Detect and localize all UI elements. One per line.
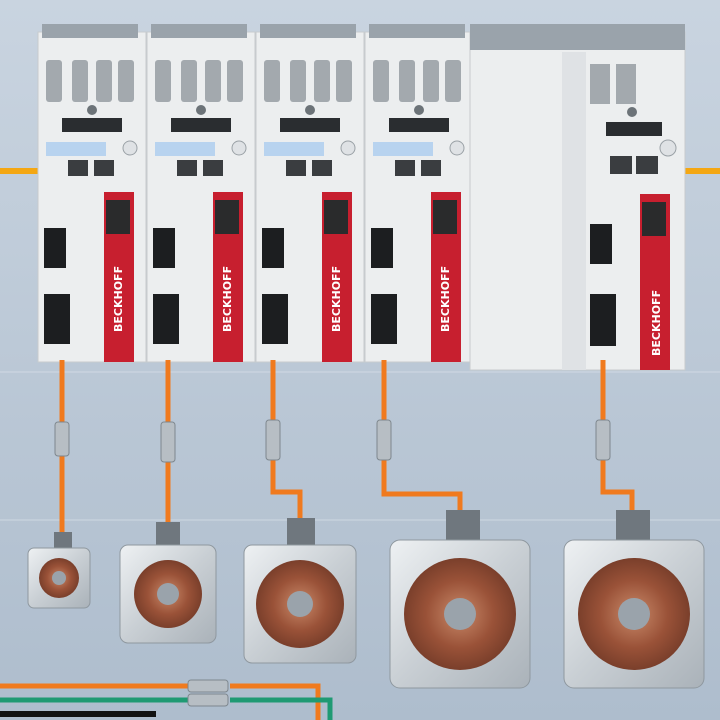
drive-module-1: BECKHOFF xyxy=(37,24,147,363)
drive-module-3: BECKHOFF xyxy=(255,24,365,363)
brand-label: BECKHOFF xyxy=(330,266,343,332)
motor-large-2 xyxy=(563,510,705,689)
brand-label: BECKHOFF xyxy=(112,266,125,332)
motor-medium-2 xyxy=(243,518,357,664)
bottom-cables xyxy=(0,683,333,720)
brand-label: BECKHOFF xyxy=(650,290,663,356)
drive-module-4: BECKHOFF xyxy=(364,24,474,363)
brand-label: BECKHOFF xyxy=(221,266,234,332)
bottom-connectors xyxy=(187,679,229,707)
motor-medium-1 xyxy=(119,522,217,644)
background-lines xyxy=(0,371,720,521)
brand-label: BECKHOFF xyxy=(439,266,452,332)
power-supply-module: BECKHOFF xyxy=(469,24,686,371)
motor-large-1 xyxy=(389,510,531,689)
drive-module-2: BECKHOFF xyxy=(146,24,256,363)
motor-small xyxy=(27,532,91,609)
cable-connectors xyxy=(54,419,611,463)
